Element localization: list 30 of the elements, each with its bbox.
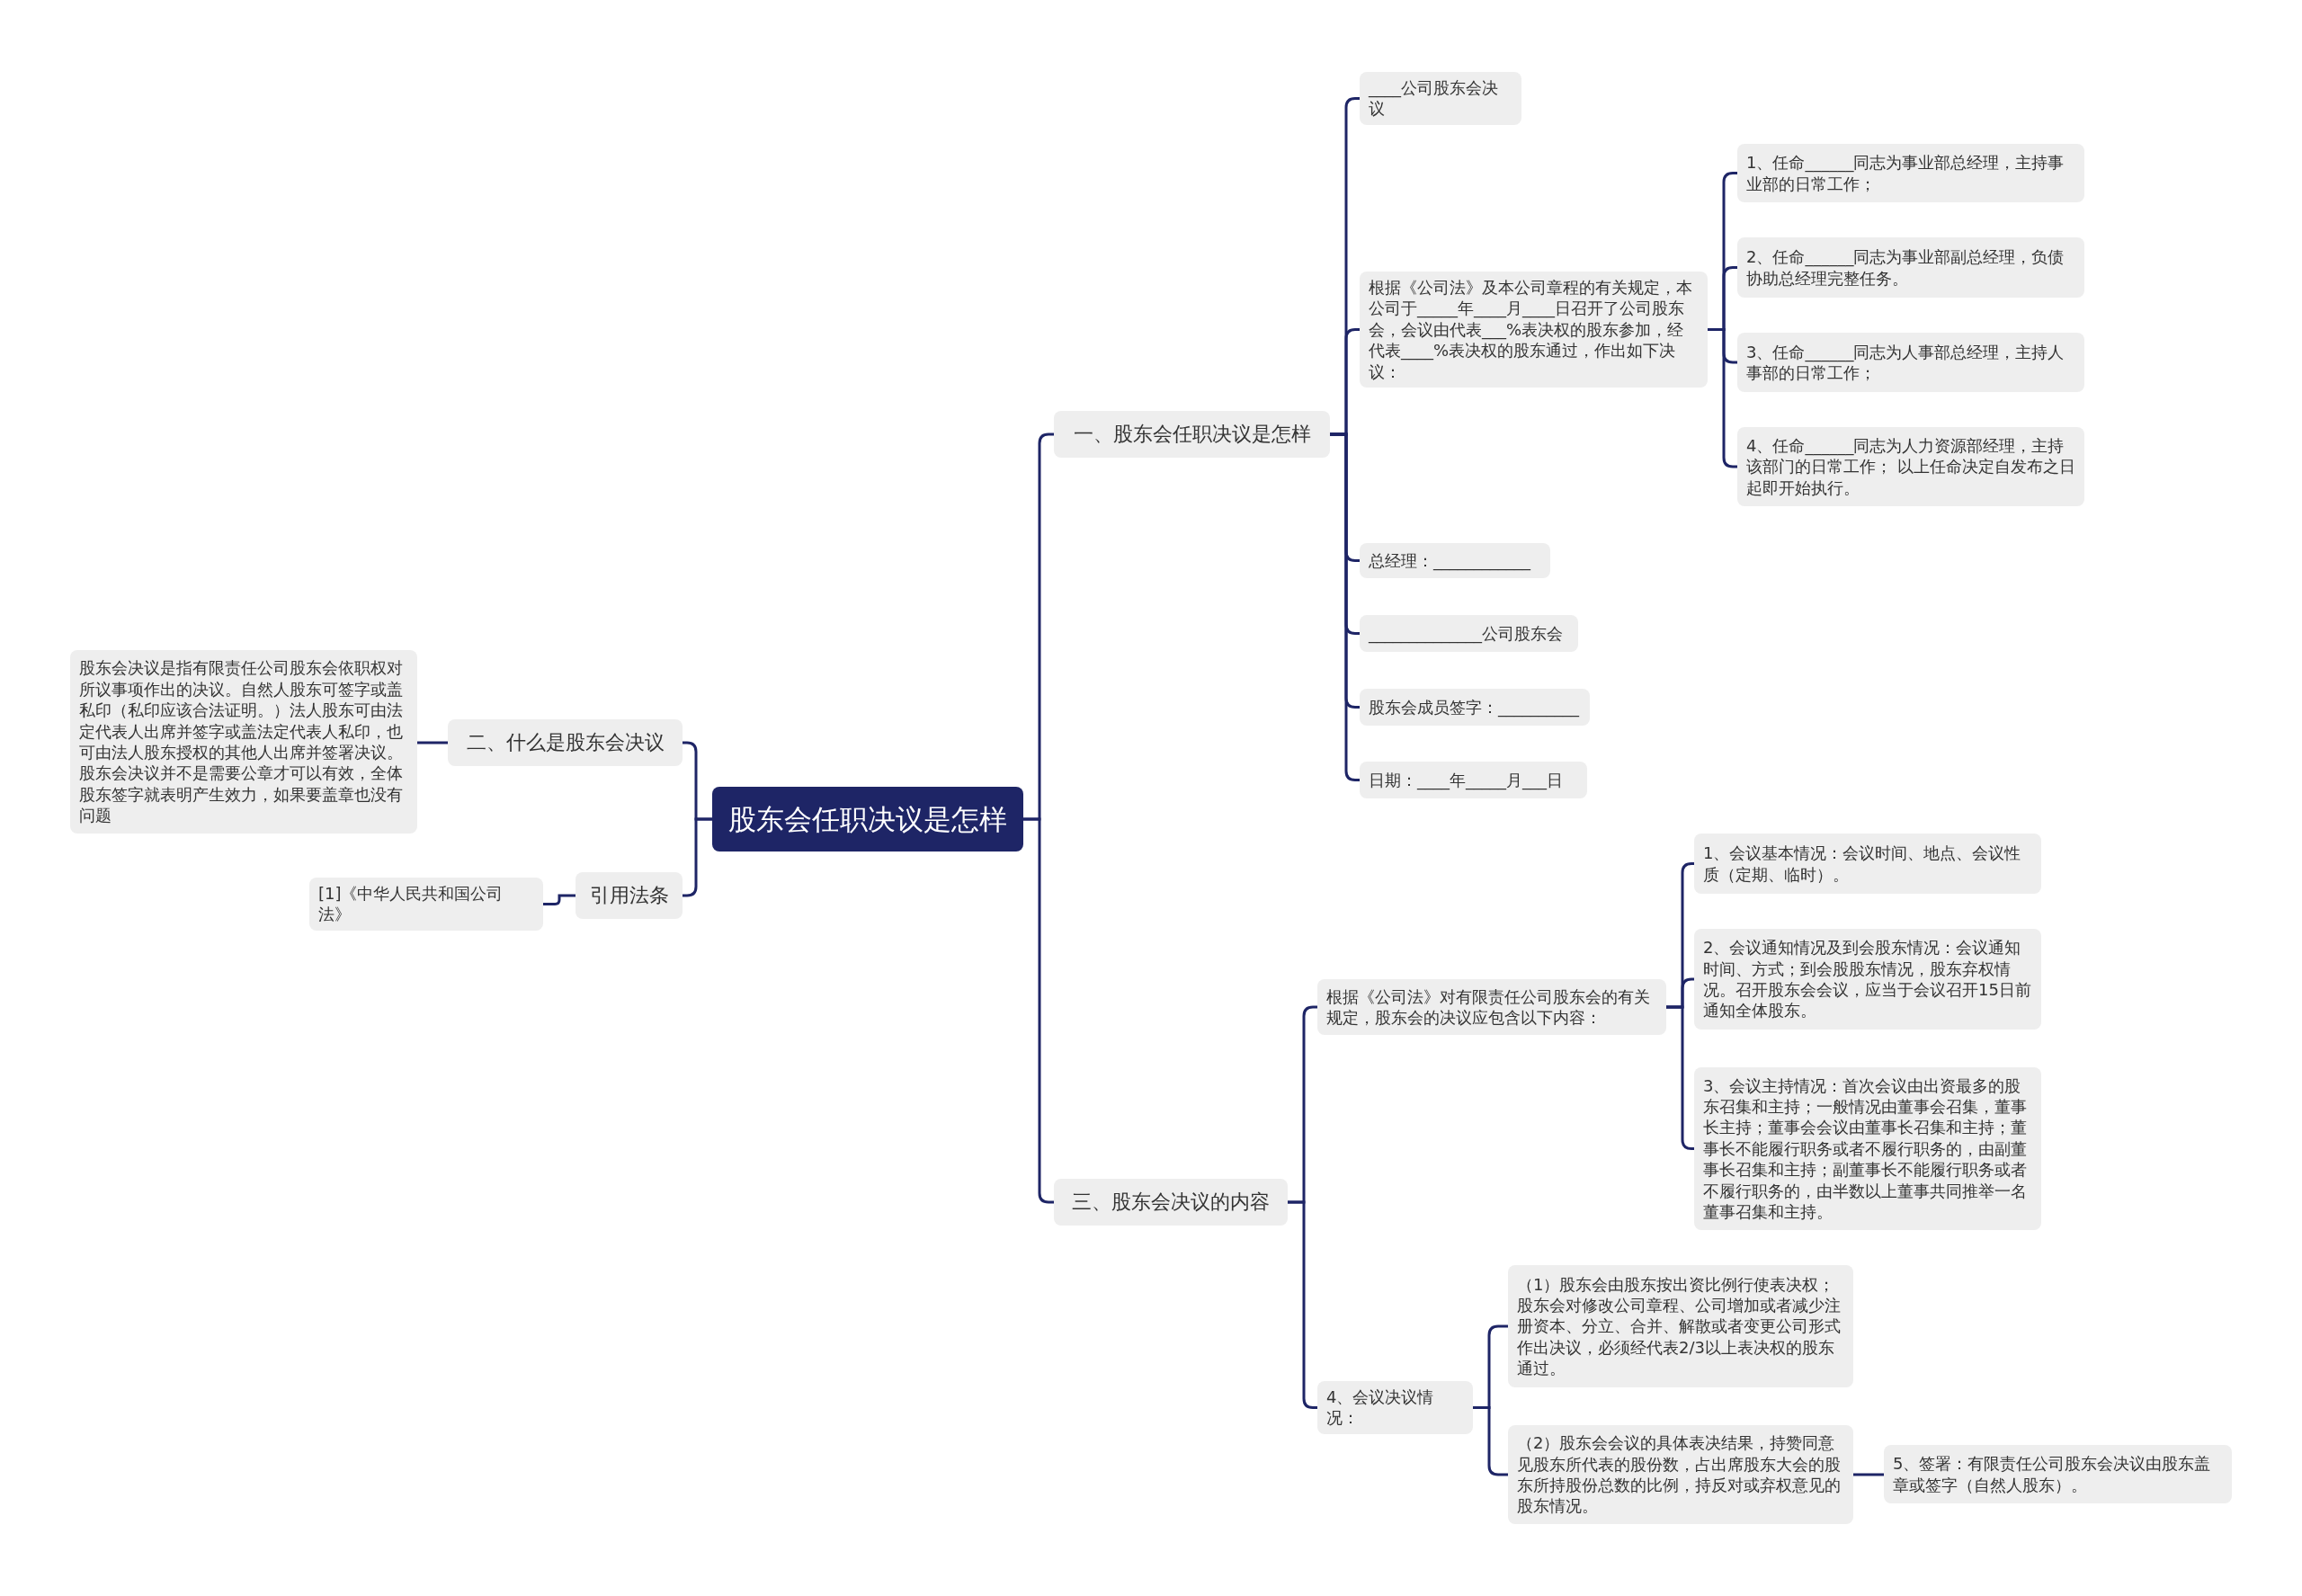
connector <box>543 894 576 905</box>
subtopic-box: [1]《中华人民共和国公司法》 <box>309 878 543 931</box>
subtopic-box: 3、任命______同志为人事部总经理，主持人事部的日常工作； <box>1737 333 2084 392</box>
subtopic-box: 日期：____年_____月___日 <box>1360 762 1587 798</box>
subtopic-box: （2）股东会会议的具体表决结果，持赞同意见股东所代表的股份数，占出席股东大会的股东所持股份总数的比例，持反对或弃权意见的股东情况。 <box>1508 1425 1853 1524</box>
subtopic-box: （1）股东会由股东按出资比例行使表决权；股东会对修改公司章程、公司增加或者减少注册资本、分立、合并、解散或者变更公司形式作出决议，必须经代表2/3以上表决权的股东通过。 <box>1508 1265 1853 1387</box>
subtopic-box: 2、任命______同志为事业部副总经理，负债协助总经理完整任务。 <box>1737 237 2084 298</box>
subtopic-box: 2、会议通知情况及到会股东情况：会议通知时间、方式；到会股股东情况，股东弃权情况。召开股东会会议，应当于会议召开15日前通知全体股东。 <box>1694 929 2041 1030</box>
subtopic-box: ______________公司股东会 <box>1360 615 1578 652</box>
topic-box: 三、股东会决议的内容 <box>1054 1179 1288 1226</box>
subtopic-box: 股东会成员签字：__________ <box>1360 689 1590 726</box>
subtopic-box: ____公司股东会决议 <box>1360 72 1521 125</box>
connector <box>1473 1406 1508 1476</box>
topic-box: 一、股东会任职决议是怎样 <box>1054 411 1330 458</box>
subtopic-box: 4、任命______同志为人力资源部经理，主持该部门的日常工作； 以上任命决定自发布之日起即开始执行。 <box>1737 427 2084 506</box>
subtopic-box: 3、会议主持情况：首次会议由出资最多的股东召集和主持；一般情况由董事会召集，董事长主持；董事会会议由董事长召集和主持；董事长不能履行职务或者不履行职务的，由副董事长召集和主持；副董事长不能履行职务或者不履行职务的，由半数以上董事共同推举一名董事召集和主持。 <box>1694 1067 2041 1230</box>
central-topic-box: 股东会任职决议是怎样 <box>712 787 1023 851</box>
subtopic-box: 根据《公司法》对有限责任公司股东会的有关规定，股东会的决议应包含以下内容： <box>1317 979 1666 1035</box>
subtopic-box: 总经理：____________ <box>1360 543 1550 578</box>
connector <box>1023 817 1054 1204</box>
subtopic-box: 5、签署：有限责任公司股东会决议由股东盖章或签字（自然人股东）。 <box>1884 1445 2232 1503</box>
subtopic-box: 1、任命______同志为事业部总经理，主持事业部的日常工作； <box>1737 144 2084 202</box>
topic-box: 引用法条 <box>576 872 683 919</box>
subtopic-box: 1、会议基本情况：会议时间、地点、会议性质（定期、临时）。 <box>1694 834 2041 894</box>
subtopic-box: 根据《公司法》及本公司章程的有关规定，本公司于_____年____月____日召开了公司股东会，会议由代表___%表决权的股东参加，经代表____%表决权的股东通过，作出如下决议： <box>1360 272 1708 388</box>
subtopic-box: 4、会议决议情况： <box>1317 1381 1473 1434</box>
connector <box>417 741 448 745</box>
connector <box>1853 1473 1884 1476</box>
topic-box: 二、什么是股东会决议 <box>448 719 683 766</box>
subtopic-box: 股东会决议是指有限责任公司股东会依职权对所议事项作出的决议。自然人股东可签字或盖私印（私印应该合法证明。）法人股东可由法定代表人出席并签字或盖法定代表人私印，也可由法人股东授权的其他人出席并签署决议。股东会决议并不是需要公章才可以有效，全体股东签字就表明产生效力，如果要盖章也没有问题 <box>70 650 417 834</box>
